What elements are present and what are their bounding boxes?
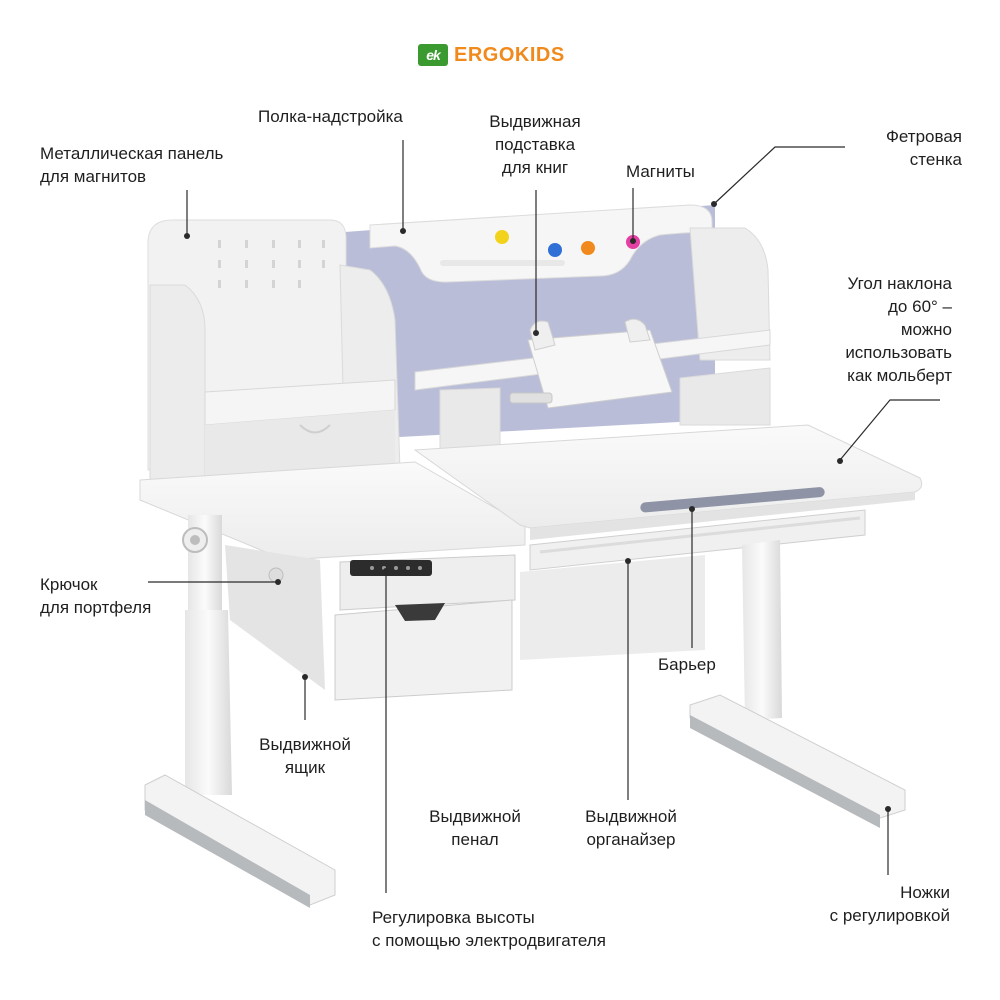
label-metal-panel: Металлическая панель для магнитов [40, 144, 224, 186]
left-foot [144, 774, 336, 906]
label-organizer: Выдвижной органайзер [585, 807, 677, 849]
label-tilt: Угол наклона до 60° – можно использовать… [845, 274, 952, 385]
right-leg [742, 540, 782, 720]
label-drawer: Выдвижной ящик [259, 735, 351, 777]
magnet-orange [581, 241, 595, 255]
barrier-strip [640, 487, 825, 513]
label-shelf: Полка-надстройка [258, 107, 403, 126]
book-stand [527, 329, 673, 409]
label-legs: Ножки с регулировкой [829, 883, 950, 925]
label-hook: Крючок для портфеля [40, 575, 152, 617]
label-height-adjust: Регулировка высоты с помощью электродвиг… [372, 908, 606, 950]
logo-badge: ek [418, 44, 448, 66]
drawer-box [334, 599, 513, 701]
left-shelf-side [149, 284, 206, 496]
label-book-stand: Выдвижная подставка для книг [489, 112, 581, 177]
label-barrier: Барьер [658, 655, 716, 674]
control-panel [350, 560, 432, 576]
desk-top-left [139, 461, 526, 561]
magnet-blue [548, 243, 562, 257]
label-felt-wall: Фетровая стенка [885, 127, 962, 169]
right-foot [689, 694, 906, 819]
brand-logo: ek ERGOKIDS [418, 42, 565, 68]
left-leg-lower [185, 610, 232, 795]
label-pencil-case: Выдвижной пенал [429, 807, 521, 849]
magnet-yellow [495, 230, 509, 244]
label-magnets: Магниты [626, 162, 695, 181]
logo-text: ERGOKIDS [454, 43, 565, 66]
